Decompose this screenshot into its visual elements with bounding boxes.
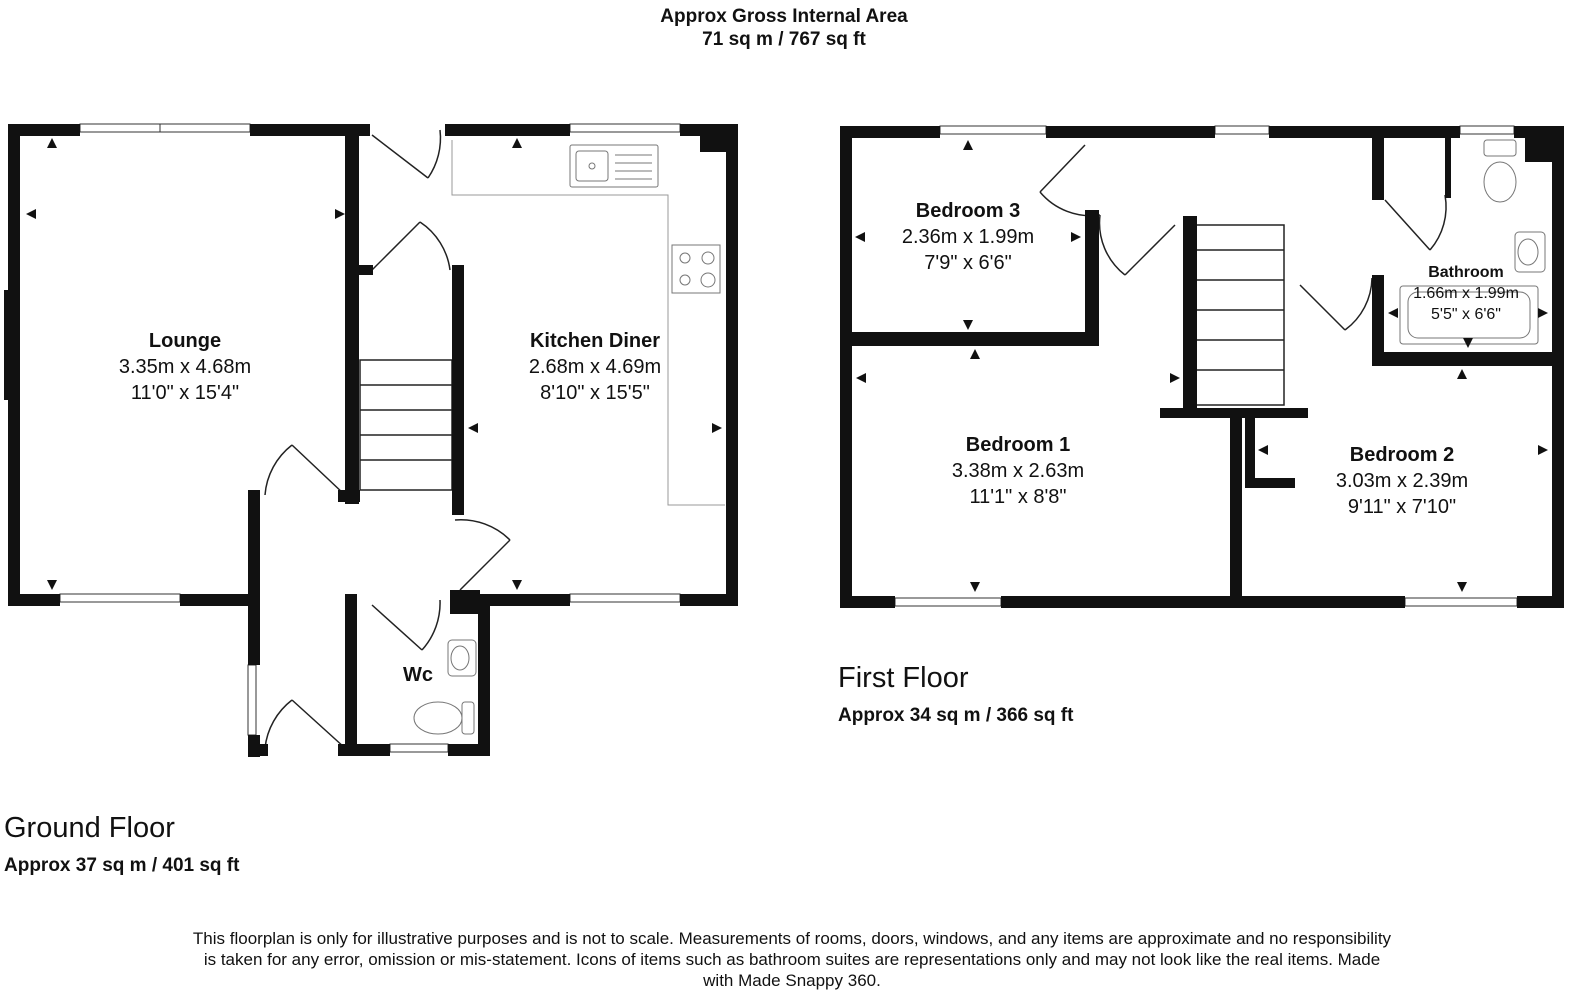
- ground-floor-plan: [4, 123, 738, 757]
- room-bathroom-name: Bathroom: [1428, 264, 1504, 281]
- ground-floor-title: Ground Floor: [4, 812, 175, 844]
- bathroom-basin-icon: [1514, 231, 1546, 273]
- dimension-markers: [26, 138, 722, 590]
- room-lounge-imperial: 11'0" x 15'4": [130, 382, 240, 404]
- disclaimer-text: This floorplan is only for illustrative …: [192, 929, 1392, 990]
- first-stairs: [1195, 224, 1285, 406]
- windows: [59, 123, 681, 753]
- wc-toilet-icon: [413, 701, 475, 735]
- room-bedroom-1: Bedroom 1 3.38m x 2.63m 11'1" x 8'8": [918, 432, 1118, 510]
- room-bedroom3-imperial: 7'9" x 6'6": [924, 252, 1012, 274]
- first-floor-title: First Floor: [838, 662, 969, 694]
- ground-walls: [4, 124, 738, 757]
- room-bedroom2-name: Bedroom 2: [1349, 444, 1455, 466]
- first-floor-area: Approx 34 sq m / 366 sq ft: [838, 705, 1074, 726]
- first-floor-plan: [840, 125, 1564, 608]
- room-kitchen-imperial: 8'10" x 15'5": [540, 382, 650, 404]
- first-door-swings: [1039, 144, 1447, 331]
- room-bedroom3-metric: 2.36m x 1.99m: [901, 226, 1035, 248]
- room-bedroom1-name: Bedroom 1: [965, 434, 1071, 456]
- room-bathroom-imperial: 5'5" x 6'6": [1431, 306, 1501, 323]
- room-kitchen-diner: Kitchen Diner 2.68m x 4.69m 8'10" x 15'5…: [495, 328, 695, 406]
- room-lounge: Lounge 3.35m x 4.68m 11'0" x 15'4": [85, 328, 285, 406]
- hob-icon: [671, 244, 721, 294]
- first-dimension-markers: [855, 140, 1548, 592]
- kitchen-worktop: [451, 140, 725, 506]
- room-bathroom-metric: 1.66m x 1.99m: [1413, 285, 1519, 302]
- ground-stairs: [359, 359, 453, 491]
- room-lounge-metric: 3.35m x 4.68m: [118, 356, 252, 378]
- gross-area-value: 71 sq m / 767 sq ft: [702, 29, 866, 50]
- room-bedroom1-metric: 3.38m x 2.63m: [951, 460, 1085, 482]
- bathroom-toilet-icon: [1483, 139, 1517, 203]
- room-bedroom3-name: Bedroom 3: [915, 200, 1021, 222]
- door-swings: [264, 129, 511, 749]
- kitchen-sink-icon: [569, 144, 659, 188]
- room-bedroom1-imperial: 11'1" x 8'8": [969, 486, 1067, 508]
- wc-basin-icon: [447, 639, 477, 677]
- gross-area-label: Approx Gross Internal Area: [660, 6, 908, 27]
- room-bathroom: Bathroom 1.66m x 1.99m 5'5" x 6'6": [1396, 262, 1536, 325]
- room-kitchen-name: Kitchen Diner: [529, 330, 661, 352]
- room-wc-name: Wc: [403, 664, 433, 686]
- room-bedroom2-metric: 3.03m x 2.39m: [1335, 470, 1469, 492]
- room-kitchen-metric: 2.68m x 4.69m: [528, 356, 662, 378]
- room-wc: Wc: [388, 662, 448, 688]
- room-bedroom-3: Bedroom 3 2.36m x 1.99m 7'9" x 6'6": [868, 198, 1068, 276]
- room-bedroom-2: Bedroom 2 3.03m x 2.39m 9'11" x 7'10": [1302, 442, 1502, 520]
- first-walls: [840, 126, 1564, 608]
- room-bedroom2-imperial: 9'11" x 7'10": [1347, 496, 1457, 518]
- ground-floor-area: Approx 37 sq m / 401 sq ft: [4, 855, 240, 876]
- room-lounge-name: Lounge: [148, 330, 222, 352]
